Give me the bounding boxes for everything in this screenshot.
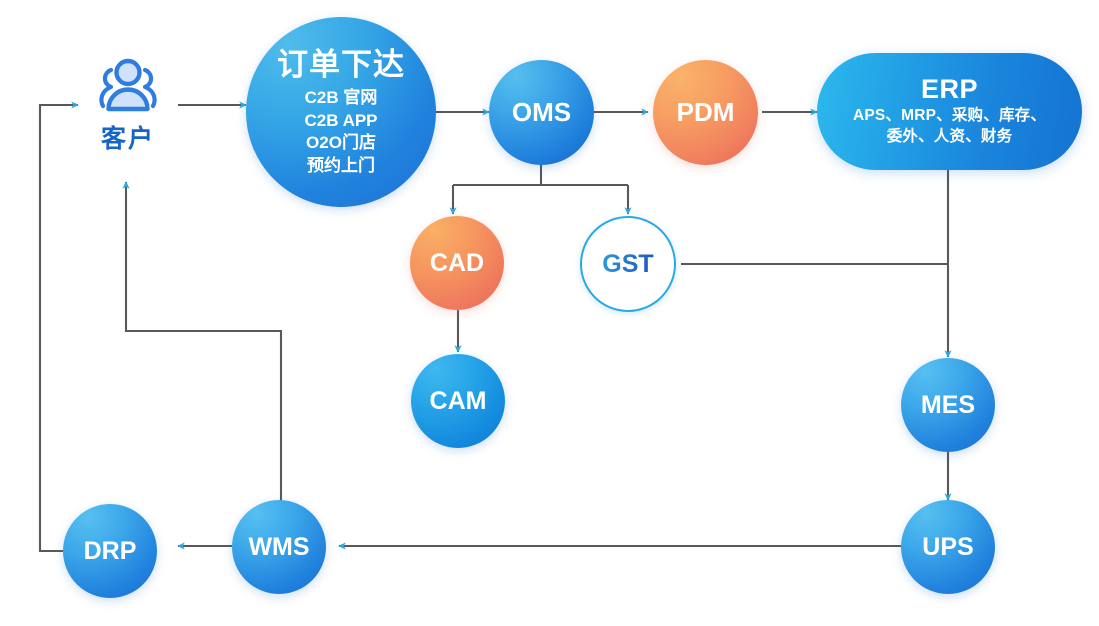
order-line-1: C2B 官网 — [304, 88, 378, 108]
wms-label: WMS — [248, 532, 310, 561]
erp-subtitle-line-1: APS、MRP、采购、库存、 — [852, 107, 1047, 125]
edge-wms-to-customer — [122, 181, 283, 502]
node-ups[interactable]: UPS — [901, 500, 995, 594]
cad-label: CAD — [429, 248, 485, 277]
ups-label: UPS — [922, 532, 974, 561]
node-pdm[interactable]: PDM — [653, 60, 758, 165]
oms-label: OMS — [511, 97, 572, 127]
node-oms[interactable]: OMS — [489, 60, 594, 165]
node-gst[interactable]: GST — [580, 216, 676, 312]
gst-label: GST — [602, 249, 654, 278]
drp-label: DRP — [83, 536, 137, 565]
order-title: 订单下达 — [277, 46, 405, 82]
erp-title: ERP — [920, 73, 979, 104]
node-cam[interactable]: CAM — [411, 354, 505, 448]
customer-label: 客户 — [100, 125, 155, 153]
node-wms[interactable]: WMS — [232, 500, 326, 594]
node-customer[interactable]: 客户 — [82, 56, 174, 155]
node-mes[interactable]: MES — [901, 358, 995, 452]
users-group-icon — [99, 58, 157, 112]
node-erp[interactable]: ERP APS、MRP、采购、库存、 委外、人资、财务 — [817, 53, 1082, 170]
erp-subtitle-line-2: 委外、人资、财务 — [886, 128, 1013, 146]
node-order-placement[interactable]: 订单下达 C2B 官网 C2B APP O2O门店 预约上门 — [246, 17, 436, 207]
order-line-4: 预约上门 — [307, 155, 375, 175]
node-cad[interactable]: CAD — [410, 216, 504, 310]
mes-label: MES — [920, 390, 976, 419]
cam-label: CAM — [429, 386, 487, 415]
node-drp[interactable]: DRP — [63, 504, 157, 598]
order-line-3: O2O门店 — [306, 133, 376, 153]
edge-drp-to-customer — [38, 101, 79, 553]
order-line-2: C2B APP — [304, 110, 378, 130]
pdm-label: PDM — [676, 97, 735, 127]
